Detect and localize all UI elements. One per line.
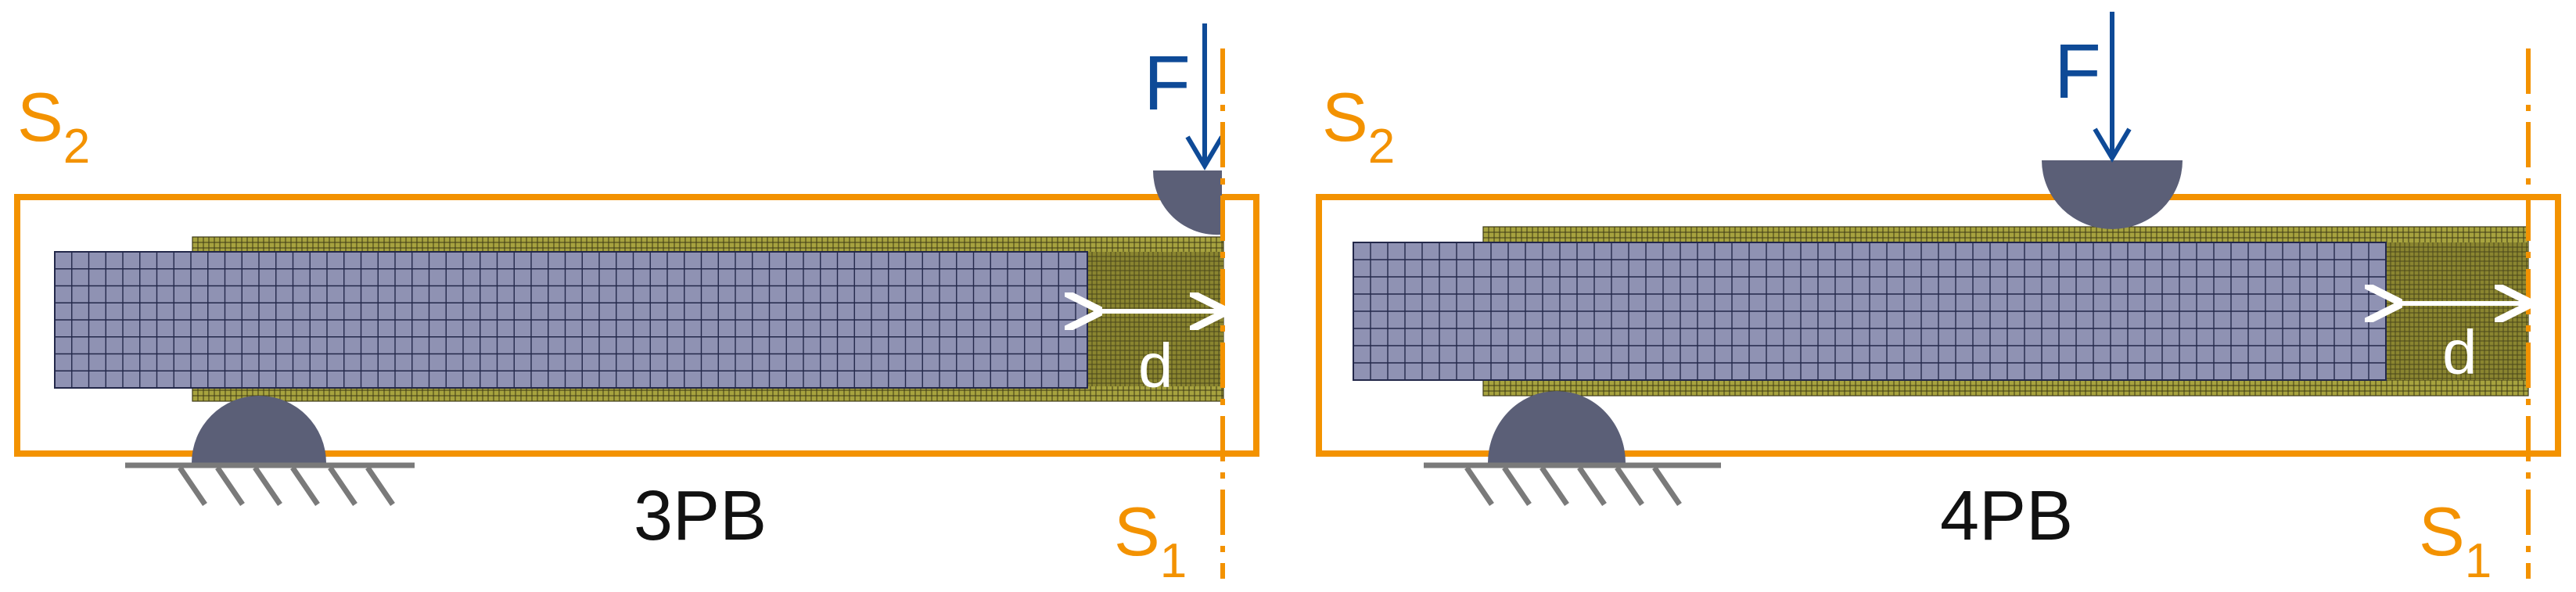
dimension-label: d bbox=[2442, 318, 2477, 387]
caption-3pb: 3PB bbox=[634, 477, 767, 555]
section-label-s2: S2 bbox=[17, 78, 90, 174]
ground-hatch bbox=[1424, 462, 1721, 506]
loading-head bbox=[1152, 170, 1222, 235]
ground-hatch bbox=[125, 462, 415, 506]
support-roller bbox=[192, 396, 326, 463]
section-frame bbox=[1316, 194, 2561, 457]
support-roller bbox=[1488, 391, 1626, 463]
force-arrow bbox=[2093, 12, 2132, 163]
section-label-s2: S2 bbox=[1322, 78, 1395, 174]
loading-head bbox=[2042, 160, 2183, 229]
force-label: F bbox=[2054, 28, 2101, 114]
caption-4pb: 4PB bbox=[1940, 477, 2073, 555]
force-label: F bbox=[1144, 40, 1191, 126]
section-frame bbox=[14, 194, 1259, 457]
dimension-label: d bbox=[1138, 331, 1173, 400]
section-label-s1: S1 bbox=[2419, 493, 2492, 588]
section-label-s1: S1 bbox=[1114, 493, 1187, 588]
force-arrow bbox=[1185, 23, 1224, 170]
